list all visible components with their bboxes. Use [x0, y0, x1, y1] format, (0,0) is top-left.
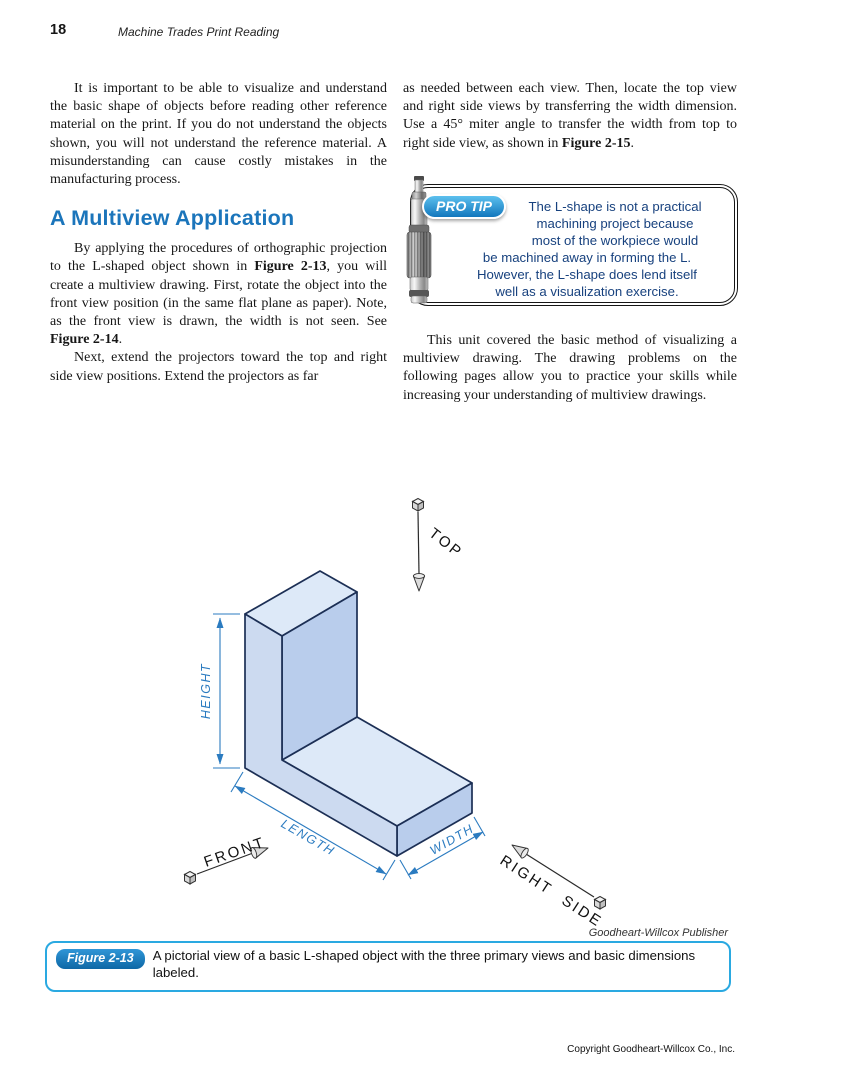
closing-paragraph: This unit covered the basic method of vi…: [403, 333, 737, 403]
pro-tip-line: be machined away in forming the L.: [482, 250, 692, 265]
intro-paragraph: It is important to be able to visualize …: [50, 81, 387, 188]
pro-tip-text-upper: The L-shape is not a practical machining…: [508, 198, 722, 249]
front-view-cube-icon: [184, 871, 196, 885]
figure-caption: Figure 2-13 A pictorial view of a basic …: [47, 943, 729, 981]
front-view-label: FRONT: [202, 834, 268, 871]
pro-tip-line: well as a visualization exercise.: [495, 284, 679, 299]
pro-tip-badge: PRO TIP: [422, 194, 507, 219]
dimension-lines: [213, 613, 486, 881]
l-shaped-object: [244, 570, 473, 857]
figure-number-badge: Figure 2-13: [56, 949, 145, 969]
pro-tip-line: most of the workpiece would: [531, 233, 699, 248]
right-side-view-cube-icon: [594, 896, 606, 910]
publisher-credit: Goodheart-Willcox Publisher: [588, 927, 728, 939]
body-paragraph: By applying the procedures of orthograph…: [50, 241, 387, 348]
copyright-notice: Copyright Goodheart-Willcox Co., Inc.: [567, 1044, 735, 1055]
figure-caption-box: Figure 2-13 A pictorial view of a basic …: [45, 941, 731, 992]
view-arrows: [196, 511, 595, 898]
pro-tip-line: The L-shape is not a practical: [528, 199, 702, 214]
pro-tip-text: The L-shape is not a practical machining…: [414, 188, 734, 300]
height-dimension-label: HEIGHT: [199, 663, 213, 719]
top-view-cube-icon: [412, 498, 424, 512]
figure-caption-text: A pictorial view of a basic L-shaped obj…: [152, 948, 696, 980]
pro-tip-border: The L-shape is not a practical machining…: [410, 184, 738, 306]
body-paragraph: Next, extend the projectors toward the t…: [50, 350, 387, 384]
section-heading: A Multiview Application: [50, 206, 295, 231]
top-view-cone-icon: [412, 573, 426, 592]
pro-tip-callout: The L-shape is not a practical machining…: [402, 176, 738, 306]
pro-tip-line: machining project because: [536, 216, 694, 231]
left-column: It is important to be able to visualize …: [50, 80, 387, 386]
page-number: 18: [50, 22, 67, 38]
micrometer-image: [406, 176, 432, 304]
body-paragraph: as needed between each view. Then, locat…: [403, 81, 737, 151]
length-dimension-label: LENGTH: [279, 817, 338, 859]
right-column: as needed between each view. Then, locat…: [403, 80, 737, 153]
top-view-label: TOP: [426, 525, 466, 562]
figure-2-13-drawing: HEIGHT LENGTH WIDTH TOP FRONT RIGHT SIDE: [184, 498, 606, 930]
pro-tip-line: However, the L-shape does lend itself: [477, 267, 697, 282]
running-header: Machine Trades Print Reading: [118, 25, 280, 39]
right-side-view-label: RIGHT SIDE: [497, 852, 606, 930]
